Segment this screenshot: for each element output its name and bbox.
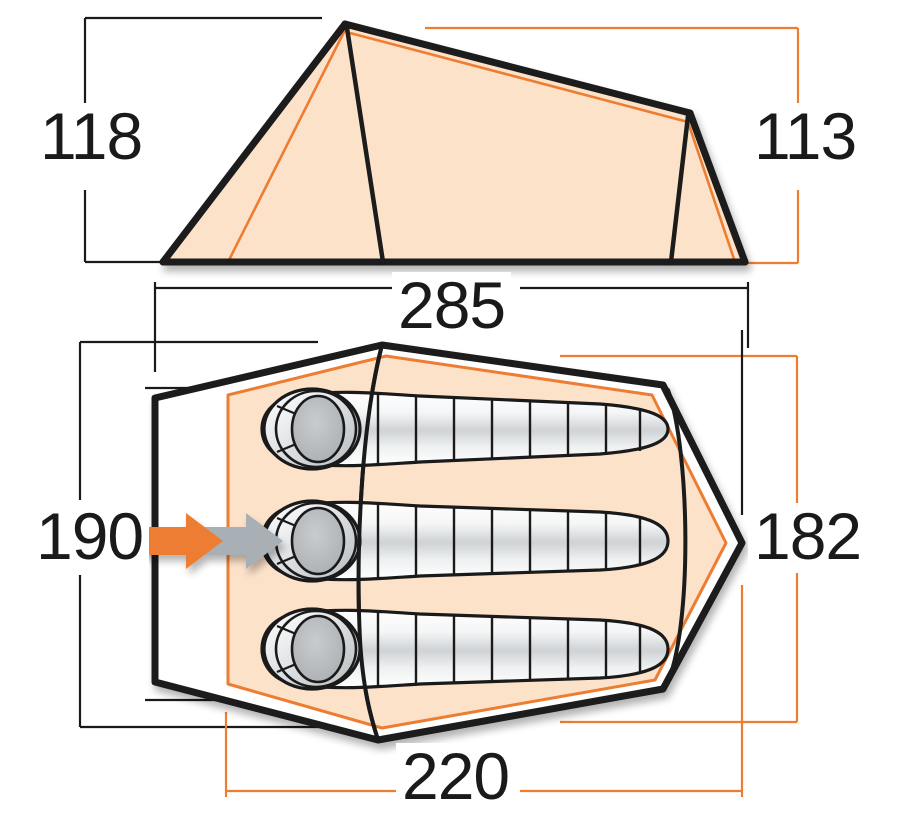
dimension-label-182: 182 [748, 503, 868, 569]
dimension-lines-side-view [83, 16, 800, 372]
sleeping-bag-3 [260, 607, 670, 691]
dimension-lines-floor-plan [78, 330, 799, 797]
dimension-label-118: 118 [34, 103, 149, 169]
sleeping-bags-group [260, 387, 670, 691]
dimension-285-lines [153, 282, 750, 372]
dimension-label-190: 190 [30, 503, 150, 569]
entrance-arrow-group [139, 513, 283, 569]
dimension-label-220: 220 [396, 743, 516, 809]
entrance-arrow-gray [196, 513, 283, 569]
dimension-220-lines [224, 585, 744, 797]
dimension-label-113: 113 [748, 103, 863, 169]
inner-door-curve-overlay [356, 343, 384, 742]
entrance-arrow-orange [139, 513, 223, 569]
dimension-190-lines [78, 340, 318, 729]
dimension-label-285: 285 [392, 272, 512, 338]
tent-side-elevation [159, 20, 749, 266]
sleeping-bag-2 [260, 499, 670, 583]
dimension-182-lines [560, 354, 799, 724]
